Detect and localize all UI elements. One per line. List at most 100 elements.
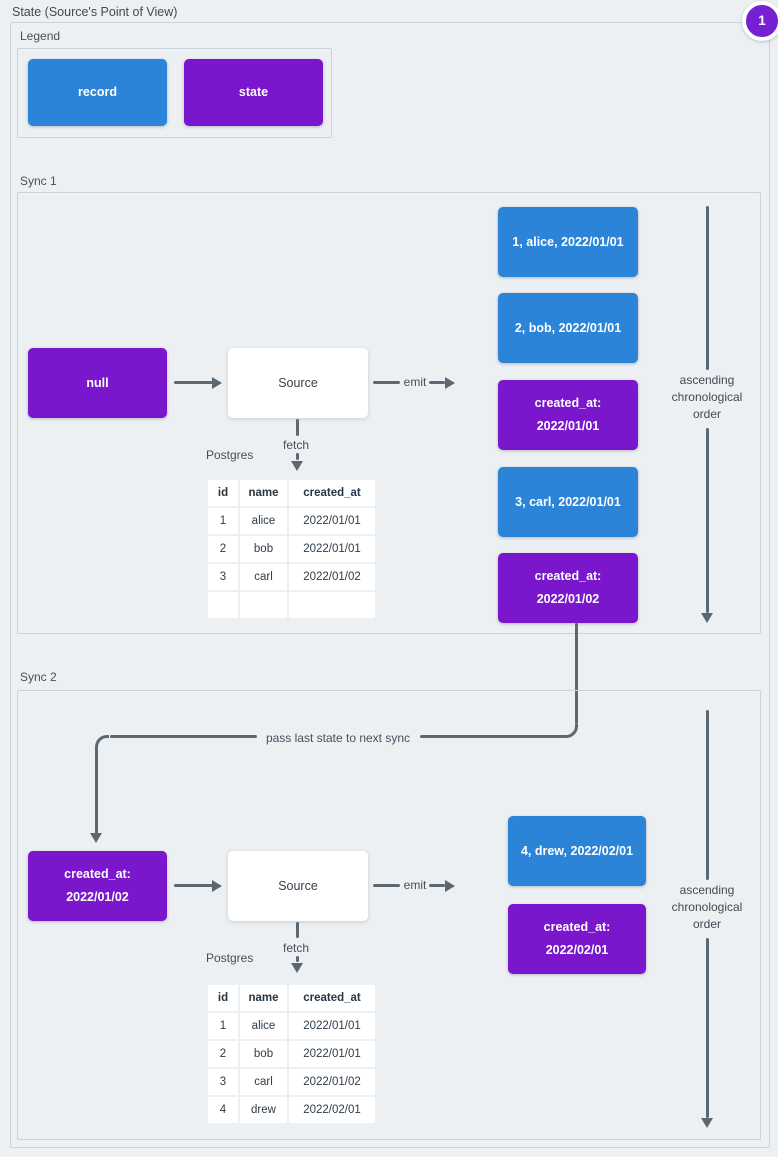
- table-row: 1 alice 2022/01/01: [208, 1013, 375, 1039]
- cell: 2022/01/02: [289, 564, 375, 590]
- cell: [240, 592, 287, 618]
- record-box: 4, drew, 2022/02/01: [508, 816, 646, 886]
- table-row: 1 alice 2022/01/01: [208, 508, 375, 534]
- cell: 2022/01/01: [289, 508, 375, 534]
- cell: [289, 592, 375, 618]
- table-row: 3 carl 2022/01/02: [208, 564, 375, 590]
- sync2-postgres-label: Postgres: [206, 951, 254, 965]
- cell: carl: [240, 564, 287, 590]
- legend-record-box: record: [28, 59, 167, 126]
- sync2-input-arrow-line: [174, 884, 213, 887]
- page-title: State (Source's Point of View): [12, 5, 178, 19]
- legend-frame: [17, 48, 332, 138]
- pass-state-line-down: [575, 623, 578, 724]
- cell: 3: [208, 564, 238, 590]
- record-box: 2, bob, 2022/01/01: [498, 293, 638, 363]
- sync1-postgres-table: id name created_at 1 alice 2022/01/01 2 …: [206, 478, 377, 620]
- outer-frame: [10, 22, 770, 1148]
- legend-state-box: state: [184, 59, 323, 126]
- sync1-fetch-arrowhead-icon: [291, 461, 303, 471]
- cell: [208, 592, 238, 618]
- sync2-postgres-table: id name created_at 1 alice 2022/01/01 2 …: [206, 983, 377, 1125]
- table-row: 2 bob 2022/01/01: [208, 536, 375, 562]
- sync2-emit-line-left: [373, 884, 400, 887]
- header-cell: created_at: [289, 480, 375, 506]
- pass-state-line-right: [420, 735, 565, 738]
- cell: 3: [208, 1069, 238, 1095]
- table-row: 4 drew 2022/02/01: [208, 1097, 375, 1123]
- header-cell: created_at: [289, 985, 375, 1011]
- cell: 2022/01/01: [289, 1013, 375, 1039]
- cell: 2022/01/01: [289, 1041, 375, 1067]
- sync1-order-line-top: [706, 206, 709, 370]
- record-box: 3, carl, 2022/01/01: [498, 467, 638, 537]
- sync1-frame: [17, 192, 761, 634]
- sync2-fetch-line: [296, 922, 299, 938]
- cell: 2: [208, 536, 238, 562]
- sync2-frame: [17, 690, 761, 1140]
- sync2-fetch-stem: [296, 956, 299, 962]
- state-box: created_at: 2022/01/01: [498, 380, 638, 450]
- sync1-order-note: ascending chronological order: [671, 373, 743, 421]
- pass-state-line-left: [110, 735, 257, 738]
- sync1-emit-arrowhead-icon: [445, 377, 455, 389]
- cell: 2022/02/01: [289, 1097, 375, 1123]
- sync2-fetch-label: fetch: [282, 941, 309, 955]
- cell: alice: [240, 1013, 287, 1039]
- state-box: created_at: 2022/01/02: [498, 553, 638, 623]
- legend-label: Legend: [20, 29, 61, 43]
- cell: 4: [208, 1097, 238, 1123]
- sync2-order-line-bottom: [706, 938, 709, 1118]
- header-cell: name: [240, 480, 287, 506]
- sync1-emit-label: emit: [403, 375, 427, 389]
- sync2-order-note: ascending chronological order: [671, 883, 743, 931]
- sync2-emit-line-right: [429, 884, 445, 887]
- cell: 2: [208, 1041, 238, 1067]
- cell: carl: [240, 1069, 287, 1095]
- sync1-label: Sync 1: [20, 174, 57, 188]
- pass-state-line-into-sync2: [95, 748, 98, 834]
- pass-state-corner-left: [95, 735, 109, 749]
- header-cell: id: [208, 985, 238, 1011]
- table-header-row: id name created_at: [208, 985, 375, 1011]
- cell: 2022/01/01: [289, 536, 375, 562]
- cell: drew: [240, 1097, 287, 1123]
- sync2-order-line-top: [706, 710, 709, 880]
- table-row: 3 carl 2022/01/02: [208, 1069, 375, 1095]
- header-cell: id: [208, 480, 238, 506]
- pass-state-corner-right: [564, 724, 578, 738]
- sync2-emit-arrowhead-icon: [445, 880, 455, 892]
- sync1-fetch-stem: [296, 453, 299, 460]
- sync2-label: Sync 2: [20, 670, 57, 684]
- table-row: [208, 592, 375, 618]
- sync1-postgres-label: Postgres: [206, 448, 254, 462]
- sync1-fetch-line: [296, 419, 299, 436]
- step-badge: 1: [742, 1, 778, 41]
- cell: 1: [208, 508, 238, 534]
- cell: 2022/01/02: [289, 1069, 375, 1095]
- cell: alice: [240, 508, 287, 534]
- sync1-emit-line-right: [429, 381, 445, 384]
- sync1-fetch-label: fetch: [282, 438, 309, 452]
- sync2-emit-label: emit: [403, 878, 427, 892]
- pass-state-label: pass last state to next sync: [265, 731, 411, 745]
- table-header-row: id name created_at: [208, 480, 375, 506]
- sync1-source-box: Source: [228, 348, 368, 418]
- header-cell: name: [240, 985, 287, 1011]
- sync2-order-arrowhead-icon: [701, 1118, 713, 1128]
- sync1-emit-line-left: [373, 381, 400, 384]
- sync1-input-arrowhead-icon: [212, 377, 222, 389]
- cell: bob: [240, 1041, 287, 1067]
- sync1-order-line-bottom: [706, 428, 709, 613]
- sync1-input-state-box: null: [28, 348, 167, 418]
- sync2-input-arrowhead-icon: [212, 880, 222, 892]
- sync2-input-state-box: created_at: 2022/01/02: [28, 851, 167, 921]
- sync2-source-box: Source: [228, 851, 368, 921]
- cell: bob: [240, 536, 287, 562]
- state-box: created_at: 2022/02/01: [508, 904, 646, 974]
- sync1-order-arrowhead-icon: [701, 613, 713, 623]
- cell: 1: [208, 1013, 238, 1039]
- sync1-input-arrow-line: [174, 381, 213, 384]
- record-box: 1, alice, 2022/01/01: [498, 207, 638, 277]
